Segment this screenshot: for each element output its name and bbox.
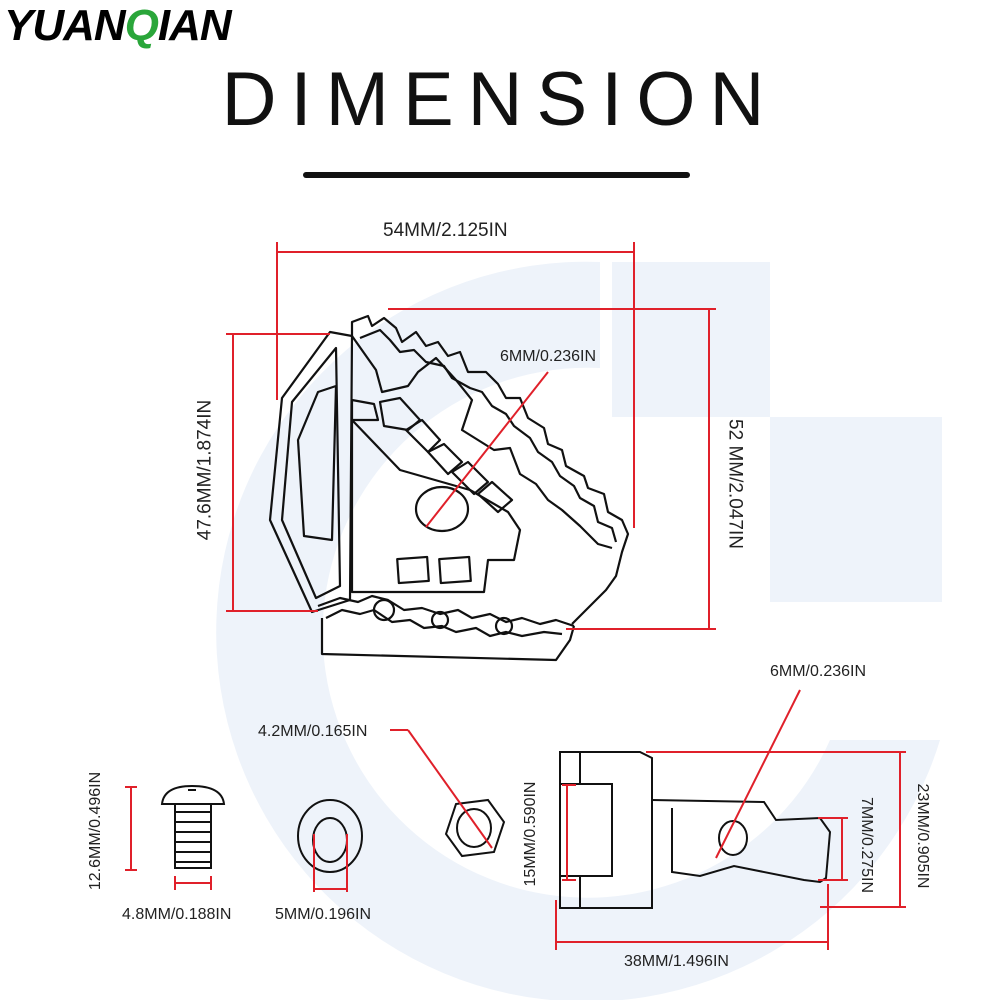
- dim-label-bolt-diameter: 4.8MM/0.188IN: [122, 906, 232, 923]
- dim-label-left-height: 47.6MM/1.874IN: [194, 399, 216, 541]
- dim-label-bracket-hole: 6MM/0.236IN: [770, 663, 867, 680]
- dim-label-right-height: 52 MM/2.047IN: [724, 419, 746, 549]
- dimension-lines-bracket: [555, 689, 906, 950]
- foot-peg-drawing: [268, 314, 630, 662]
- dimension-lines-main: [226, 242, 716, 630]
- dim-label-bolt-length: 12.6MM/0.496IN: [87, 771, 104, 891]
- dimension-lines-washer: [313, 834, 348, 892]
- brand-logo: YUANQIAN: [4, 1, 232, 50]
- nut-drawing: [444, 798, 506, 858]
- dim-label-bracket-length: 38MM/1.496IN: [624, 953, 729, 970]
- dim-label-bracket-tab: 7MM/0.275IN: [858, 796, 875, 894]
- dim-label-hole: 6MM/0.236IN: [500, 348, 597, 365]
- watermark-logo: [216, 261, 942, 1000]
- dim-label-washer: 5MM/0.196IN: [275, 906, 372, 923]
- dim-label-width: 54MM/2.125IN: [383, 220, 508, 241]
- title-underline: [303, 172, 690, 178]
- dim-label-bracket-inner-height: 15MM/0.590IN: [522, 781, 539, 887]
- dim-label-bracket-total-height: 23MM/0.905IN: [914, 783, 931, 889]
- logo-text-part: IAN: [157, 1, 232, 50]
- dimension-lines-bolt: [125, 786, 212, 890]
- bolt-drawing: [160, 784, 226, 869]
- logo-text-part: YUAN: [4, 1, 126, 50]
- dim-label-nut: 4.2MM/0.165IN: [258, 723, 368, 740]
- logo-text-q: Q: [124, 1, 159, 50]
- dimension-lines-nut: [390, 729, 493, 849]
- page-title: DIMENSION: [221, 57, 779, 142]
